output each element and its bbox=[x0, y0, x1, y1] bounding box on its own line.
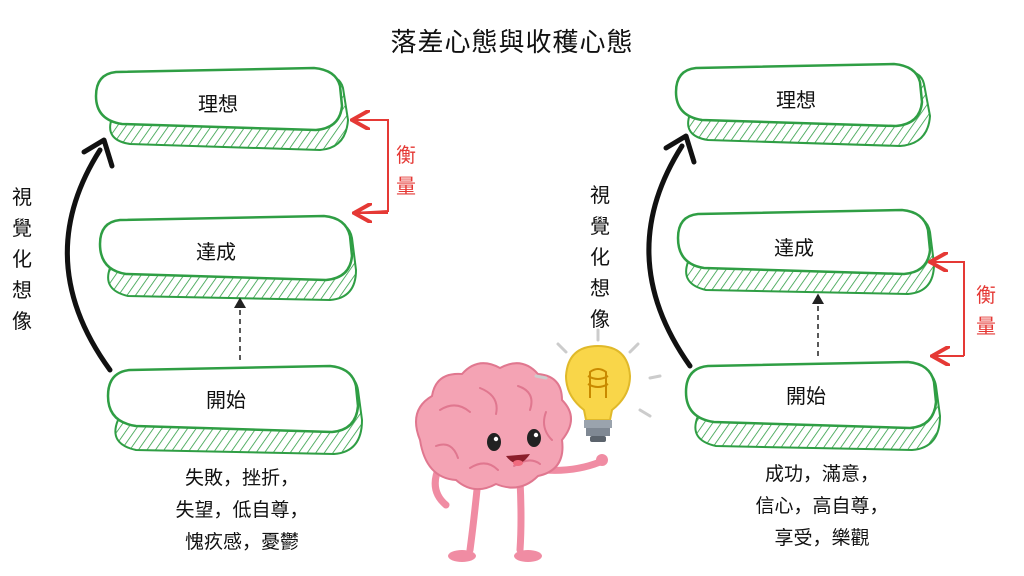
left-caption: 失敗，挫折， 失望，低自尊， 愧疚感，憂鬱 bbox=[132, 462, 352, 558]
left-caption-line-1: 失敗，挫折， bbox=[184, 467, 299, 489]
right-caption-line-3: 享受，樂觀 bbox=[774, 527, 870, 549]
left-box-bottom-label: 開始 bbox=[206, 388, 246, 412]
left-box-bottom-shape bbox=[106, 364, 364, 456]
right-box-top-shape bbox=[674, 62, 932, 148]
left-box-top-label: 理想 bbox=[198, 92, 238, 116]
right-measure-label: 衡 量 bbox=[976, 283, 996, 338]
left-box-mid-label: 達成 bbox=[196, 240, 236, 264]
right-visualization-label: 視 覺 化 想 像 bbox=[590, 183, 610, 331]
right-box-mid-label: 達成 bbox=[774, 236, 814, 260]
left-visualization-label: 視 覺 化 想 像 bbox=[12, 185, 32, 333]
right-caption-line-2: 信心，高自尊， bbox=[755, 495, 889, 517]
left-measure-label: 衡 量 bbox=[396, 143, 416, 198]
left-box-top-shape bbox=[94, 66, 350, 152]
brain-illustration bbox=[415, 362, 608, 562]
left-box-mid-shape bbox=[98, 214, 358, 302]
right-box-top-label: 理想 bbox=[776, 88, 816, 112]
right-caption-line-1: 成功，滿意， bbox=[764, 463, 879, 485]
lightbulb-icon bbox=[534, 328, 662, 442]
right-caption: 成功，滿意， 信心，高自尊， 享受，樂觀 bbox=[712, 458, 932, 554]
page-title: 落差心態與收穫心態 bbox=[390, 28, 634, 58]
right-box-mid-shape bbox=[676, 208, 936, 296]
left-caption-line-2: 失望，低自尊， bbox=[175, 499, 309, 521]
right-box-bottom-label: 開始 bbox=[786, 384, 826, 408]
right-box-bottom-shape bbox=[684, 360, 942, 452]
left-caption-line-3: 愧疚感，憂鬱 bbox=[184, 531, 299, 553]
